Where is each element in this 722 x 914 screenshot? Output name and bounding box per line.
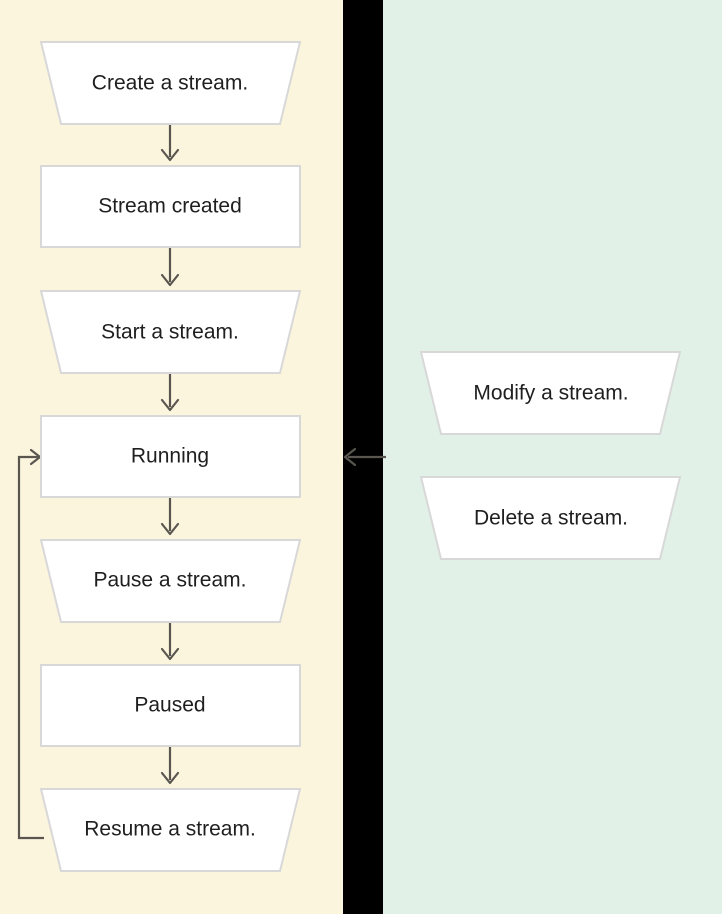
node-modify-a-stream[interactable]: Modify a stream. — [419, 351, 682, 435]
lane-right-background — [383, 0, 722, 914]
edge-paused-to-resume — [160, 746, 180, 785]
node-delete-a-stream[interactable]: Delete a stream. — [419, 476, 682, 560]
edge-pause-to-paused — [160, 622, 180, 661]
edge-created-to-start — [160, 247, 180, 287]
edge-create-to-created — [160, 124, 180, 162]
node-resume-a-stream[interactable]: Resume a stream. — [39, 788, 302, 872]
node-paused[interactable]: Paused — [40, 664, 301, 747]
node-create-a-stream[interactable]: Create a stream. — [39, 41, 302, 125]
edge-right-to-left — [343, 447, 386, 467]
edge-running-to-pause — [160, 497, 180, 536]
node-start-a-stream[interactable]: Start a stream. — [39, 290, 302, 374]
node-stream-created[interactable]: Stream created — [40, 165, 301, 248]
edge-start-to-running — [160, 373, 180, 412]
node-running[interactable]: Running — [40, 415, 301, 498]
node-pause-a-stream[interactable]: Pause a stream. — [39, 539, 302, 623]
